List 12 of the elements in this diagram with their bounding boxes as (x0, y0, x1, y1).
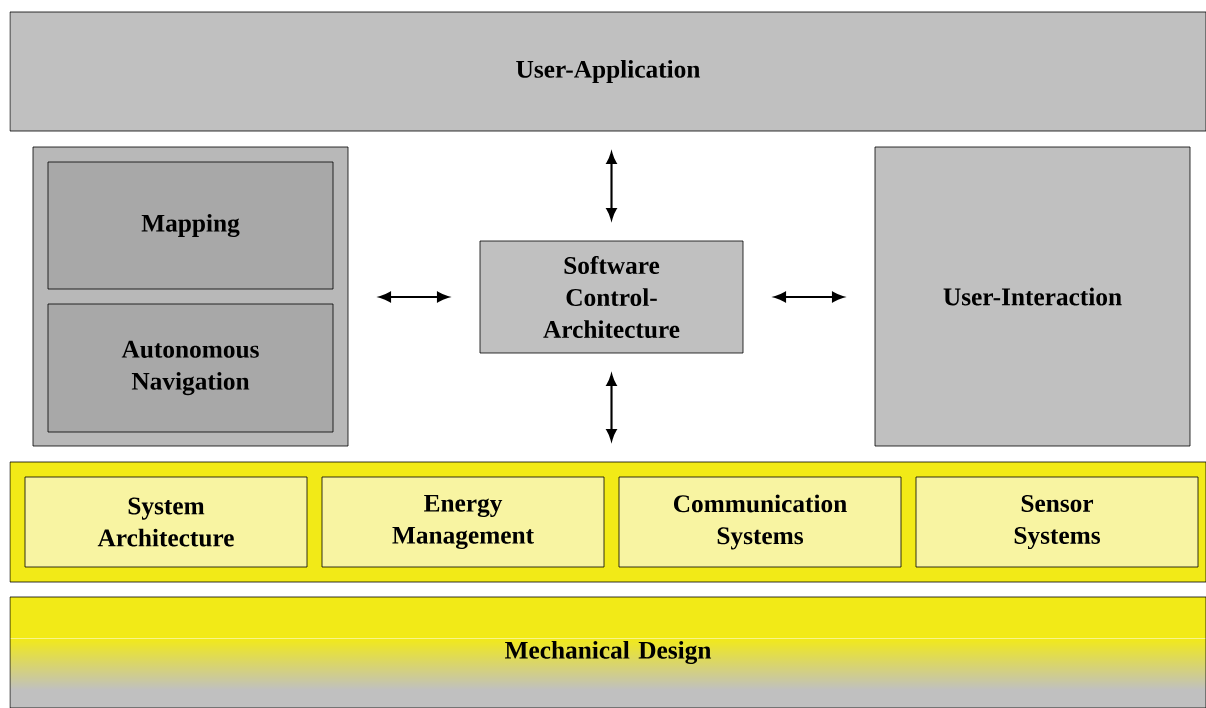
module-box: Autonomous Navigation (47, 303, 334, 433)
architecture-box: Software Control-Architecture (479, 240, 744, 354)
interaction-box: User-Interaction (874, 146, 1191, 447)
arrow (774, 291, 844, 303)
system-box: Communication Systems (618, 476, 902, 568)
system-box: Energy Management (321, 476, 605, 568)
system-box: System Architecture (24, 476, 308, 568)
module-box: Mapping (47, 161, 334, 290)
design-band: Mechanical Design (9, 596, 1206, 708)
arrow (379, 291, 449, 303)
system-box: Sensor Systems (915, 476, 1199, 568)
application-band: User-Application (9, 11, 1206, 132)
